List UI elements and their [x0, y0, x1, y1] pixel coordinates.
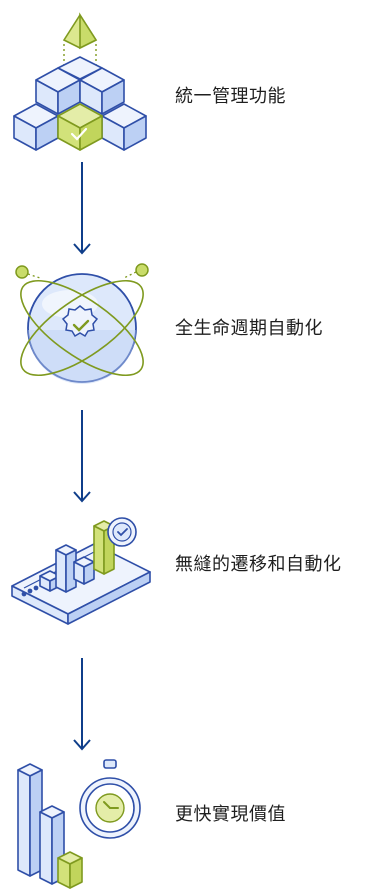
- dashboard-chart-icon: [0, 510, 160, 660]
- bars-stopwatch-icon: [0, 746, 160, 896]
- step-label-2: 全生命週期自動化: [175, 318, 323, 339]
- orbiting-sphere-icon: [0, 258, 160, 408]
- step-label-4: 更快實現價值: [175, 804, 286, 825]
- stacked-cubes-icon: [0, 10, 160, 160]
- arrow-down-icon: [70, 160, 94, 258]
- step-label-3: 無縫的遷移和自動化: [175, 554, 342, 575]
- step-label-1: 統一管理功能: [175, 86, 286, 107]
- arrow-down-icon: [70, 408, 94, 506]
- arrow-down-icon: [70, 656, 94, 754]
